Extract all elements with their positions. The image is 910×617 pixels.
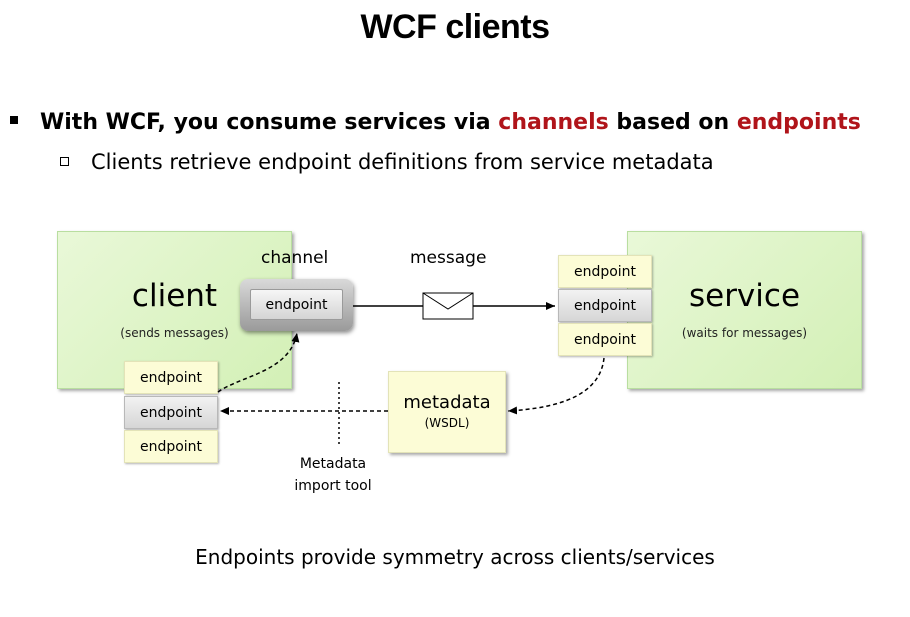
metadata-box: metadata (WSDL) xyxy=(388,371,506,453)
square-bullet-icon xyxy=(10,116,18,124)
slide-title: WCF clients xyxy=(360,8,550,46)
sub-bullet: Clients retrieve endpoint definitions fr… xyxy=(60,150,714,174)
client-title: client xyxy=(131,278,218,314)
bullet-middle: based on xyxy=(608,110,737,135)
bullet-channels: channels xyxy=(498,110,609,135)
bullet-endpoints: endpoints xyxy=(736,110,861,135)
client-endpoint-3: endpoint xyxy=(124,430,218,463)
channel-shape: endpoint xyxy=(240,279,353,331)
metadata-subtitle: (WSDL) xyxy=(424,416,470,430)
client-endpoint-2: endpoint xyxy=(124,396,218,429)
service-endpoint-1: endpoint xyxy=(558,255,652,288)
bullet-prefix: With WCF, you consume services via xyxy=(40,110,499,135)
sub-bullet-text: Clients retrieve endpoint definitions fr… xyxy=(91,150,714,174)
main-bullet: With WCF, you consume services via chann… xyxy=(10,110,861,135)
service-title: service xyxy=(688,278,801,314)
hollow-square-bullet-icon xyxy=(60,156,69,166)
service-subtitle: (waits for messages) xyxy=(681,326,808,340)
service-box: service (waits for messages) xyxy=(627,231,862,389)
metadata-import-tool-label: Metadata import tool xyxy=(268,453,398,497)
client-endpoint-1: endpoint xyxy=(124,361,218,394)
tool-line-2: import tool xyxy=(294,478,372,494)
message-label: message xyxy=(410,248,487,268)
service-endpoint-2: endpoint xyxy=(558,289,652,322)
client-endpoint-to-channel-arrow xyxy=(217,332,300,393)
tool-line-1: Metadata xyxy=(299,456,367,472)
footer-text: Endpoints provide symmetry across client… xyxy=(195,545,715,569)
channel-label: channel xyxy=(261,248,329,268)
metadata-title: metadata xyxy=(403,392,491,413)
client-subtitle: (sends messages) xyxy=(120,326,229,340)
channel-endpoint: endpoint xyxy=(250,289,343,320)
envelope-icon xyxy=(422,292,474,320)
service-to-metadata-arrow xyxy=(507,357,605,415)
service-endpoint-3: endpoint xyxy=(558,323,652,356)
